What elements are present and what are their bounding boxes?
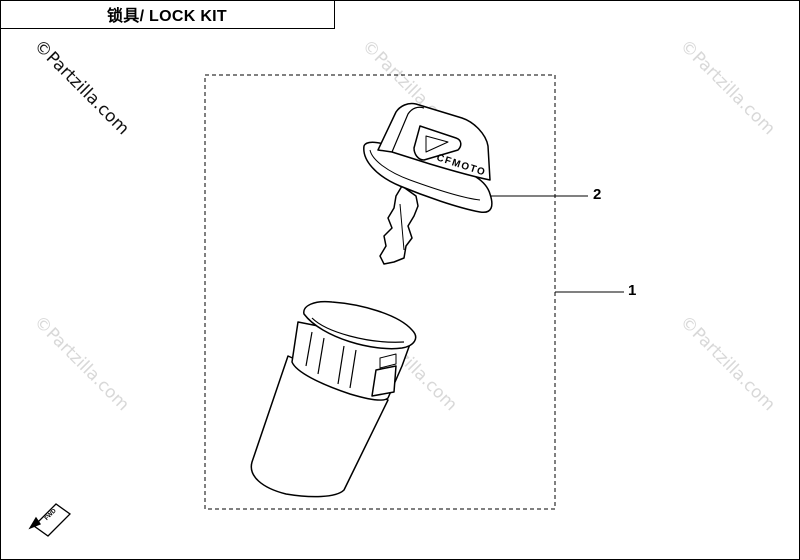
diagram-title: 锁具/ LOCK KIT [0, 0, 335, 29]
callout-lock-kit: 1 [628, 282, 637, 299]
lock-cylinder-illustration [250, 300, 417, 498]
key-illustration [363, 102, 493, 265]
forward-direction-marker [28, 503, 72, 537]
callout-key: 2 [593, 186, 602, 203]
